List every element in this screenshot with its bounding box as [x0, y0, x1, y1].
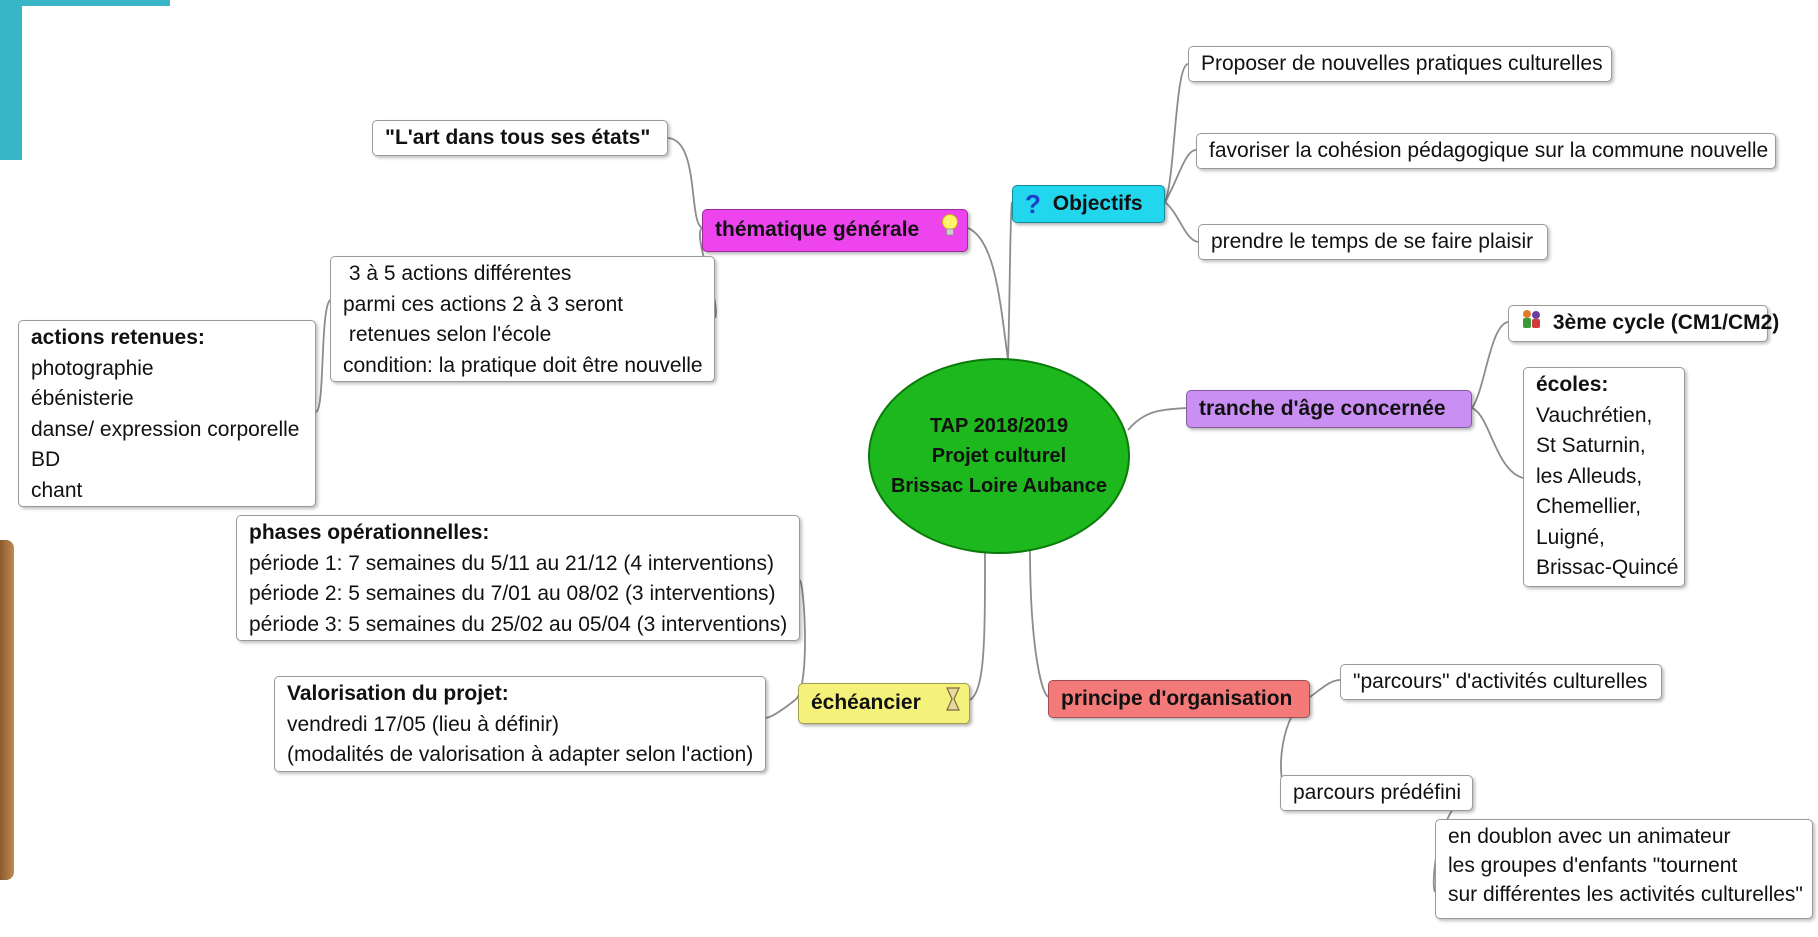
- node-phases-operationnelles[interactable]: phases opérationnelles: période 1: 7 sem…: [236, 515, 800, 641]
- link-center-tranche: [1127, 407, 1187, 431]
- node-ecoles[interactable]: écoles: Vauchrétien, St Saturnin, les Al…: [1523, 367, 1685, 587]
- phase-item: période 3: 5 semaines du 25/02 au 05/04 …: [249, 612, 788, 636]
- ecole-item: Vauchrétien,: [1536, 403, 1653, 427]
- valorisation-title: Valorisation du projet:: [287, 682, 509, 705]
- central-topic-line-1: TAP 2018/2019: [929, 415, 1069, 437]
- link-objectifs-1: [1164, 63, 1189, 203]
- node-valorisation-projet[interactable]: Valorisation du projet: vendredi 17/05 (…: [274, 676, 766, 772]
- node-objectif-2[interactable]: favoriser la cohésion pédagogique sur la…: [1196, 133, 1776, 169]
- question-mark-icon: ?: [1025, 189, 1041, 220]
- lightbulb-icon: [941, 213, 959, 248]
- decorative-teal-top-edge: [0, 0, 170, 6]
- branch-tranche-age[interactable]: tranche d'âge concernée: [1186, 390, 1472, 428]
- link-objectifs-3: [1164, 201, 1199, 243]
- doublon-line-3: sur différentes les activités culturelle…: [1448, 883, 1803, 906]
- ecole-item: Brissac-Quincé: [1536, 556, 1679, 579]
- node-objectif-1[interactable]: Proposer de nouvelles pratiques culturel…: [1188, 46, 1612, 82]
- ecoles-title: écoles:: [1536, 373, 1609, 396]
- valorisation-item: vendredi 17/05 (lieu à définir): [287, 712, 559, 736]
- actions-retenues-item: photographie: [31, 356, 154, 380]
- link-center-principe: [1029, 547, 1049, 698]
- link-principe-parcours: [1309, 679, 1341, 698]
- node-doublon-animateur[interactable]: en doublon avec un animateur les groupes…: [1435, 819, 1813, 919]
- branch-echeancier-label: échéancier: [811, 691, 921, 715]
- node-3eme-cycle[interactable]: 3ème cycle (CM1/CM2): [1508, 305, 1779, 342]
- central-topic-line-3: Brissac Loire Aubance: [890, 475, 1107, 497]
- link-center-objectifs: [1007, 201, 1013, 361]
- branch-thematique-label: thématique générale: [715, 218, 920, 242]
- decorative-teal-edge: [0, 0, 22, 160]
- decorative-brown-edge: [0, 540, 14, 880]
- branch-objectifs-label: Objectifs: [1052, 192, 1143, 215]
- children-icon: [1521, 308, 1543, 339]
- actions-retenues-item: danse/ expression corporelle: [31, 417, 300, 441]
- ecole-item: les Alleuds,: [1536, 464, 1643, 488]
- objectif-1-label: Proposer de nouvelles pratiques culturel…: [1201, 52, 1603, 75]
- hourglass-icon: [945, 687, 961, 720]
- cycle-label: 3ème cycle (CM1/CM2): [1552, 311, 1780, 335]
- branch-echeancier[interactable]: échéancier: [798, 683, 970, 724]
- actions-retenues-item: ébénisterie: [31, 387, 134, 410]
- ecole-item: St Saturnin,: [1536, 434, 1646, 457]
- link-tranche-ecoles: [1471, 407, 1524, 479]
- actions-retenues-item: BD: [31, 448, 61, 471]
- node-art-dans-tous-ses-etats[interactable]: "L'art dans tous ses états": [372, 120, 668, 156]
- link-thematique-art: [667, 137, 704, 229]
- link-center-echeancier: [969, 551, 986, 701]
- branch-principe-label: principe d'organisation: [1061, 687, 1293, 710]
- central-topic[interactable]: TAP 2018/2019 Projet culturel Brissac Lo…: [868, 358, 1130, 554]
- link-objectifs-2: [1164, 149, 1197, 203]
- phase-item: période 1: 7 semaines du 5/11 au 21/12 (…: [249, 551, 774, 575]
- objectif-3-label: prendre le temps de se faire plaisir: [1211, 230, 1534, 253]
- actions-retenues-item: chant: [31, 478, 83, 502]
- node-actions-differentes[interactable]: 3 à 5 actions différentes parmi ces acti…: [330, 256, 715, 382]
- phases-title: phases opérationnelles:: [249, 521, 490, 544]
- link-tranche-cycle: [1471, 321, 1509, 409]
- link-center-thematique: [967, 227, 1009, 361]
- ecole-item: Chemellier,: [1536, 495, 1642, 518]
- actions-line-1: 3 à 5 actions différentes: [343, 262, 572, 285]
- actions-retenues-title: actions retenues:: [31, 326, 205, 349]
- node-parcours-predefini[interactable]: parcours prédéfini: [1280, 775, 1473, 811]
- actions-line-2: parmi ces actions 2 à 3 seront: [343, 292, 624, 316]
- ecole-item: Luigné,: [1536, 525, 1605, 549]
- actions-line-3: retenues selon l'école: [343, 323, 552, 346]
- branch-thematique-generale[interactable]: thématique générale: [702, 209, 968, 252]
- branch-tranche-label: tranche d'âge concernée: [1199, 397, 1446, 420]
- doublon-line-1: en doublon avec un animateur: [1448, 825, 1731, 848]
- node-art-label: "L'art dans tous ses états": [385, 126, 651, 149]
- valorisation-item: (modalités de valorisation à adapter sel…: [287, 743, 754, 766]
- phase-item: période 2: 5 semaines du 7/01 au 08/02 (…: [249, 582, 776, 605]
- doublon-line-2: les groupes d'enfants "tournent: [1448, 854, 1738, 877]
- central-topic-line-2: Projet culturel: [931, 445, 1067, 467]
- branch-objectifs[interactable]: ? Objectifs: [1012, 185, 1165, 224]
- link-echeancier-valorisation: [764, 699, 796, 719]
- parcours-label: "parcours" d'activités culturelles: [1353, 670, 1648, 693]
- node-parcours-activites[interactable]: "parcours" d'activités culturelles: [1340, 664, 1662, 700]
- actions-line-4: condition: la pratique doit être nouvell…: [343, 353, 703, 377]
- objectif-2-label: favoriser la cohésion pédagogique sur la…: [1209, 139, 1769, 162]
- branch-principe-organisation[interactable]: principe d'organisation: [1048, 680, 1310, 718]
- node-objectif-3[interactable]: prendre le temps de se faire plaisir: [1198, 224, 1548, 260]
- node-actions-retenues[interactable]: actions retenues: photographie ébénister…: [18, 320, 316, 507]
- predefini-label: parcours prédéfini: [1293, 781, 1462, 804]
- link-actions-retenues: [315, 299, 331, 413]
